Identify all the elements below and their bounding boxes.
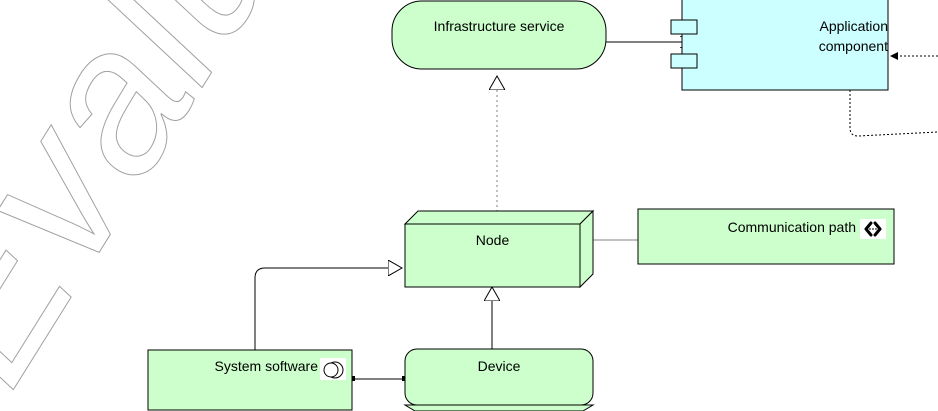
device-element[interactable] <box>403 348 595 411</box>
application-component-label-line2: component <box>818 38 888 54</box>
communication-path-label: Communication path <box>727 219 856 235</box>
communication-path-element[interactable] <box>637 208 895 265</box>
node-element[interactable] <box>403 209 595 289</box>
component-icon-tab-bottom <box>670 53 698 69</box>
system-software-label: System software <box>214 358 318 374</box>
outgoing-dashed-connector[interactable] <box>849 90 938 137</box>
device-label: Device <box>477 358 521 374</box>
component-icon-tab-top <box>670 19 698 35</box>
infrastructure-service-element[interactable] <box>391 0 607 70</box>
bidirectional-arrow-icon <box>860 219 886 239</box>
infrastructure-service-label: Infrastructure service <box>433 18 565 34</box>
application-component-label-line1: Application <box>819 18 889 34</box>
application-component-label: Application component <box>700 16 888 56</box>
system-software-element[interactable] <box>147 349 353 411</box>
node-label: Node <box>475 232 510 248</box>
application-component-element[interactable] <box>670 0 889 91</box>
system-software-icon <box>320 358 346 380</box>
specialization-connector-system-software[interactable] <box>254 268 402 350</box>
